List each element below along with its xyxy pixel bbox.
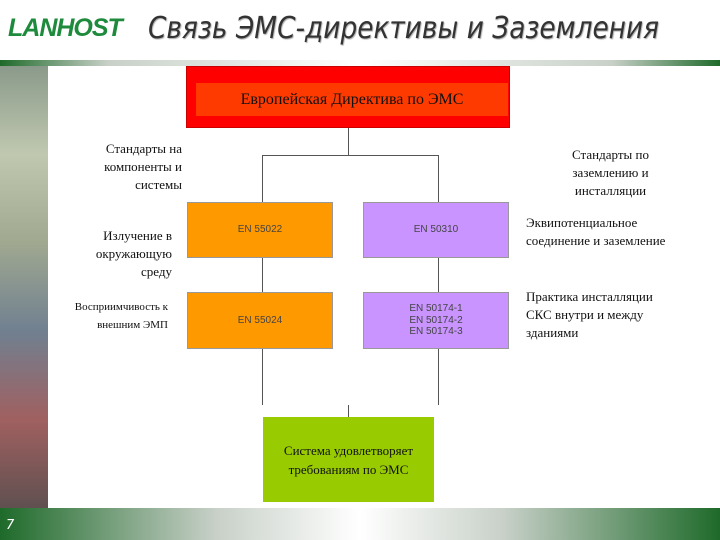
page-number: 7 <box>6 518 15 533</box>
standard-box-en55024: EN 55024 <box>187 292 333 349</box>
top-directive-label: Европейская Директива по ЭМС <box>196 83 508 116</box>
standard-box-en55022: EN 55022 <box>187 202 333 258</box>
connector <box>262 155 263 405</box>
label-emission: Излучение в окружающую среду <box>95 228 172 279</box>
label-installation: Практика инсталляции СКС внутри и между … <box>526 289 653 340</box>
label-equipotential: Эквипотенциальное соединение и заземлени… <box>526 215 666 248</box>
connector <box>348 128 349 155</box>
connector <box>438 155 439 405</box>
standard-box-en50174: EN 50174-1 EN 50174-2 EN 50174-3 <box>363 292 509 349</box>
connector <box>262 155 439 156</box>
result-box: Система удовлетворяет требованиям по ЭМС <box>263 417 434 502</box>
header-divider <box>0 60 720 66</box>
standard-box-en50310: EN 50310 <box>363 202 509 258</box>
lanhost-logo: LANHOST <box>8 14 123 42</box>
label-immunity: Восприимчивость к внешним ЭМП <box>74 301 168 331</box>
right-heading: Стандарты по заземлению и инсталляции <box>572 147 649 198</box>
footer-bar <box>0 508 720 540</box>
slide-title: Связь ЭМС-директивы и Заземления <box>148 11 659 46</box>
side-decorative-image <box>0 66 48 508</box>
left-heading: Стандарты на компоненты и системы <box>104 141 182 192</box>
connector <box>348 405 349 417</box>
